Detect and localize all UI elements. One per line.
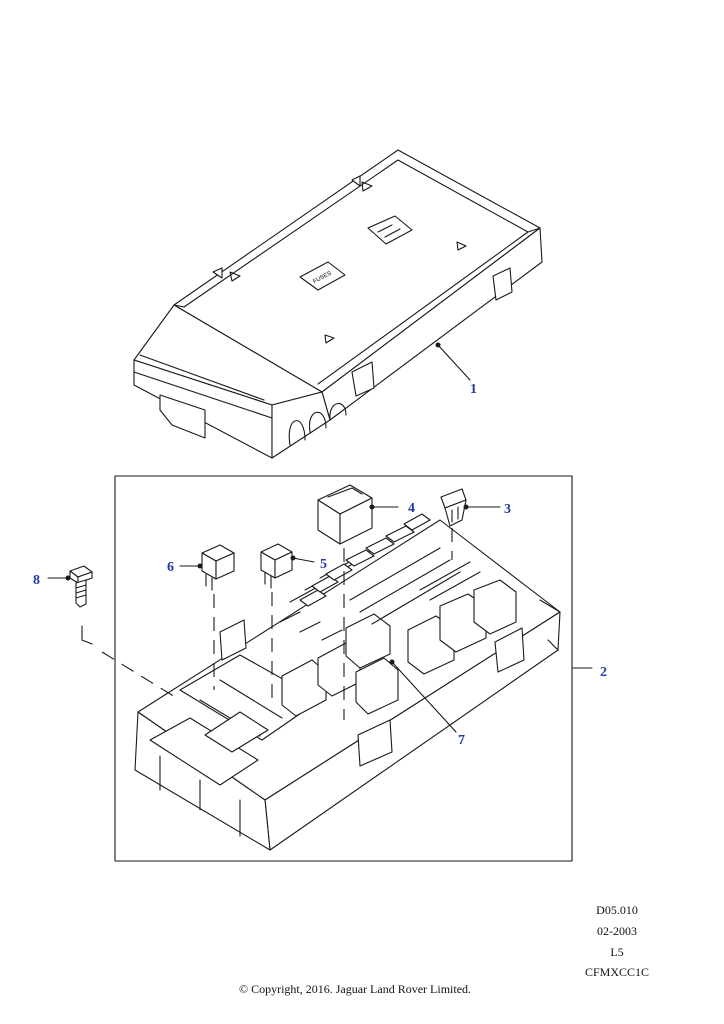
callout-8: 8 <box>33 573 40 588</box>
screw[interactable] <box>65 565 93 608</box>
fuse-box-cover[interactable]: FUSES <box>133 149 543 459</box>
relay-small-6[interactable] <box>197 544 235 591</box>
callout-1: 1 <box>470 382 477 397</box>
install-path-8 <box>101 651 181 701</box>
relay-large[interactable] <box>317 484 375 545</box>
callout-7: 7 <box>458 733 465 748</box>
relay-small-5[interactable] <box>260 543 296 589</box>
ref-line-3: L5 <box>610 945 623 959</box>
callout-2: 2 <box>600 665 607 680</box>
callout-5: 5 <box>320 557 327 572</box>
callout-4: 4 <box>408 501 415 516</box>
leader-line-7 <box>391 661 457 733</box>
callout-6: 6 <box>167 560 174 575</box>
copyright-notice: © Copyright, 2016. Jaguar Land Rover Lim… <box>239 982 471 996</box>
fuse-box-base[interactable] <box>134 513 561 851</box>
reference-block: D05.010 02-2003 L5 CFMXCC1C <box>585 903 649 979</box>
blade-fuse[interactable] <box>440 488 469 527</box>
ref-line-2: 02-2003 <box>597 924 637 938</box>
ref-line-4: CFMXCC1C <box>585 965 649 979</box>
leader-line-5 <box>292 557 315 563</box>
callout-3: 3 <box>504 502 511 517</box>
ref-line-1: D05.010 <box>596 903 638 917</box>
install-path-8-start <box>81 625 93 645</box>
leader-line-1 <box>437 344 471 381</box>
